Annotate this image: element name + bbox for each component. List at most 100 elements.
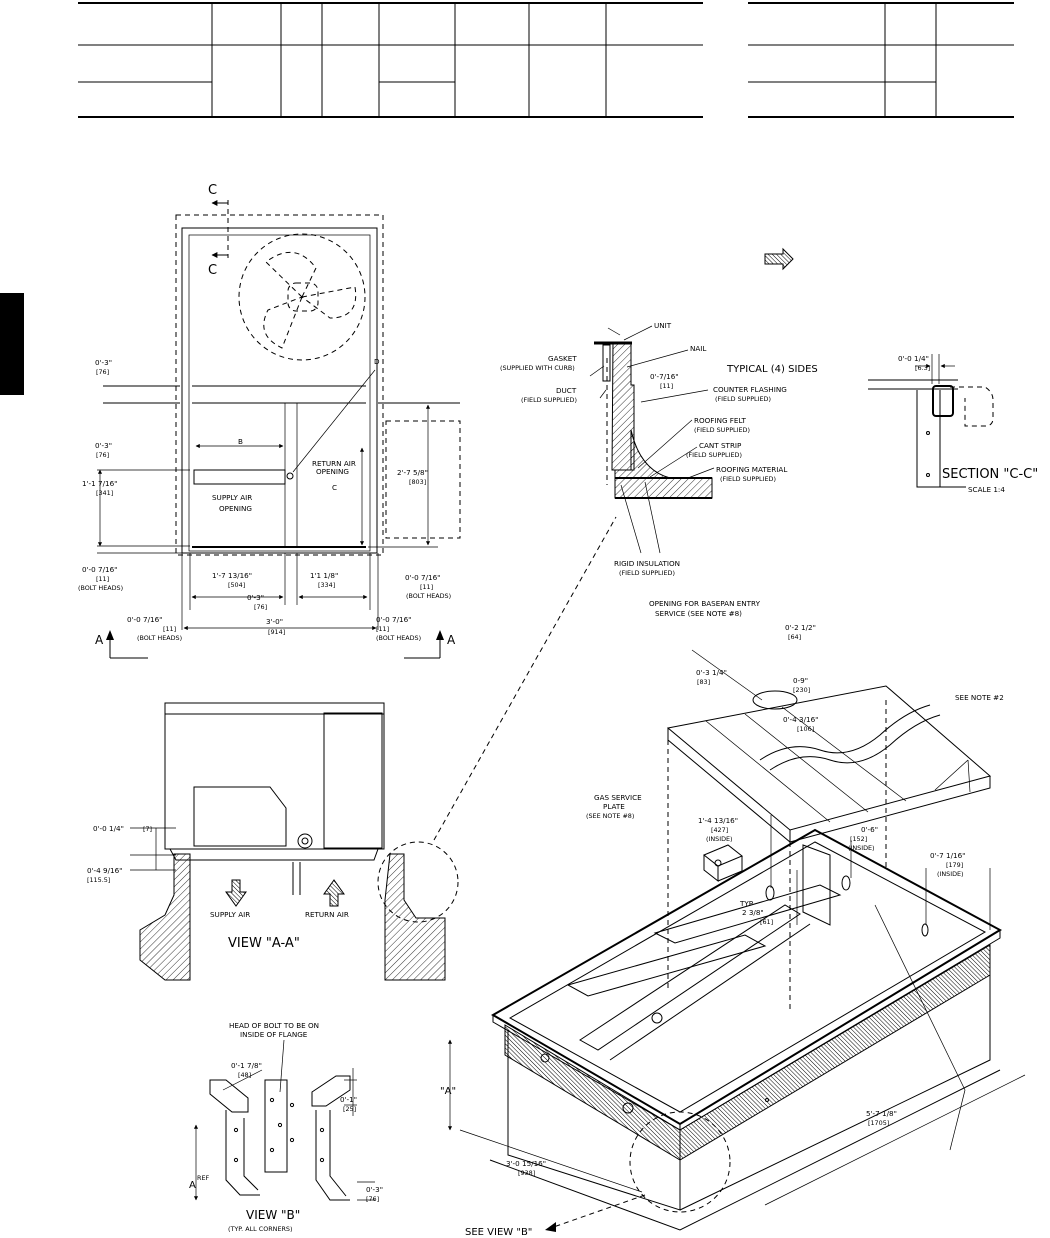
typical-detail: TYPICAL (4) SIDES UNIT NAIL GASKET (SUPP…	[500, 321, 818, 577]
dim-ft: 3'-0 15/16"	[506, 1159, 546, 1168]
rigid-insulation-label: RIGID INSULATION	[614, 559, 680, 568]
gas-plate-label-1: GAS SERVICE	[594, 793, 642, 802]
dim-mm: [427]	[711, 826, 728, 834]
dim-ft: 1'1 1/8"	[310, 571, 338, 580]
top-right-table	[748, 2, 1014, 118]
typ-dim-mm: [61]	[760, 918, 773, 926]
duct-label-2: (FIELD SUPPLIED)	[521, 396, 577, 404]
return-air-label: RETURN AIR	[305, 910, 349, 919]
dim-mm: [334]	[318, 581, 335, 589]
roofing-felt-sub: (FIELD SUPPLIED)	[694, 426, 750, 434]
label-b: B	[238, 437, 243, 446]
dim-mm: [11]	[163, 625, 176, 633]
view-marker-a-right: A	[447, 633, 456, 647]
dim-ft: 1'-7 13/16"	[212, 571, 252, 580]
iso-view: OPENING FOR BASEPAN ENTRY SERVICE (SEE N…	[440, 599, 1026, 1238]
dim-note: (BOLT HEADS)	[78, 584, 123, 592]
dim-ft: 1'-1 7/16"	[82, 479, 117, 488]
roofing-material-sub: (FIELD SUPPLIED)	[720, 475, 776, 483]
dim-note: (BOLT HEADS)	[376, 634, 421, 642]
counter-flashing-label: COUNTER FLASHING	[713, 385, 787, 394]
view-a-a: 0'-0 1/4" [7] 0'-4 9/16" [115.5] SUPPLY …	[87, 702, 459, 981]
dim-ft: 0'-3"	[95, 358, 112, 367]
opening-note-1: OPENING FOR BASEPAN ENTRY	[649, 599, 761, 608]
dim-mm: [76]	[96, 451, 109, 459]
dim-mm: [48]	[238, 1071, 251, 1079]
ref-a-label: A	[189, 1180, 196, 1191]
ref-label: REF	[197, 1174, 209, 1182]
view-b-subtitle: (TYP. ALL CORNERS)	[228, 1225, 293, 1233]
see-note-2-label: SEE NOTE #2	[955, 693, 1004, 702]
dim-ft: 0'-0 7/16"	[127, 615, 162, 624]
return-air-label-1: RETURN AIR	[312, 459, 356, 468]
dim-mm: [179]	[946, 861, 963, 869]
plan-view	[97, 200, 461, 659]
typical-title: TYPICAL (4) SIDES	[726, 364, 818, 375]
dim-mm: [230]	[793, 686, 810, 694]
gap-dim: 0'-7/16"	[650, 372, 679, 381]
section-scale: SCALE 1:4	[968, 485, 1005, 494]
section-tab	[0, 293, 24, 395]
cant-strip-label: CANT STRIP	[699, 441, 742, 450]
roofing-felt-label: ROOFING FELT	[694, 416, 746, 425]
unit-label: UNIT	[654, 321, 672, 330]
dim-mm: [115.5]	[87, 876, 110, 884]
top-left-table	[78, 2, 703, 118]
see-view-b-label: SEE VIEW "B"	[465, 1227, 532, 1238]
hatched-arrow-icon	[764, 247, 794, 271]
dim-mm: [1705]	[868, 1119, 889, 1127]
dim-ft: 3'-0"	[266, 617, 283, 626]
dim-mm: [106]	[797, 725, 814, 733]
dim-ft: 0'-0 7/16"	[376, 615, 411, 624]
dim-ft: 0'-2 1/2"	[785, 623, 816, 632]
dim-note: (INSIDE)	[848, 844, 875, 852]
label-c: C	[332, 483, 337, 492]
dim-note: (INSIDE)	[706, 835, 733, 843]
gasket-label-2: (SUPPLIED WITH CURB)	[500, 364, 575, 372]
dim-mm: [76]	[96, 368, 109, 376]
dim-mm: [76]	[366, 1195, 379, 1203]
view-marker-a-left: A	[95, 633, 104, 647]
dim-ft: 0'-3 1/4"	[696, 668, 727, 677]
dim-mm: [152]	[850, 835, 867, 843]
supply-air-label-1: SUPPLY AIR	[212, 493, 252, 502]
bolt-note-1: HEAD OF BOLT TO BE ON	[229, 1021, 319, 1030]
dim-note: (BOLT HEADS)	[406, 592, 451, 600]
dim-mm: [11]	[376, 625, 389, 633]
dim-ft: 5'-7 1/8"	[866, 1109, 897, 1118]
label-a: "A"	[440, 1086, 456, 1097]
bolt-note-2: INSIDE OF FLANGE	[240, 1030, 308, 1039]
dim-ft: 0'-0 1/4"	[93, 824, 124, 833]
dim-ft: 0'-1 7/8"	[231, 1061, 262, 1070]
opening-note-2: SERVICE (SEE NOTE #8)	[655, 609, 742, 618]
dim-mm: [938]	[518, 1169, 535, 1177]
supply-air-label-2: OPENING	[219, 504, 252, 513]
dim-mm: [7]	[143, 825, 152, 833]
gasket-label-1: GASKET	[548, 354, 577, 363]
dim-mm: [64]	[788, 633, 801, 641]
dim-mm: [11]	[96, 575, 109, 583]
dim-mm: [25]	[343, 1105, 356, 1113]
dim-ft: 0-9"	[793, 676, 808, 685]
typ-label: TYP	[739, 899, 754, 908]
section-c-c: 0'-0 1/4" [6.3] SECTION "C-C" SCALE 1:4	[868, 354, 1038, 494]
view-a-a-title: VIEW "A-A"	[228, 936, 300, 951]
dim-ft: 0'-6"	[861, 825, 878, 834]
dim-mm: [83]	[697, 678, 710, 686]
dim-ft: 1'-4 13/16"	[698, 816, 738, 825]
dim-ft: 0'-0 7/16"	[82, 565, 117, 574]
view-b-title: VIEW "B"	[246, 1208, 300, 1222]
dim-ft: 0'-0 7/16"	[405, 573, 440, 582]
dim-ft: 0'-4 3/16"	[783, 715, 818, 724]
cant-strip-sub: (FIELD SUPPLIED)	[686, 451, 742, 459]
dim-mm: [914]	[268, 628, 285, 636]
callout-d: D	[374, 357, 380, 366]
dim-mm: [11]	[420, 583, 433, 591]
nail-label: NAIL	[690, 344, 706, 353]
rigid-insulation-sub: (FIELD SUPPLIED)	[619, 569, 675, 577]
dim-note: (INSIDE)	[937, 870, 964, 878]
dim-ft: 0'-3"	[247, 593, 264, 602]
plan-view-labels: C C D B C RETURN AIR OPENING SUPPLY AIR …	[78, 183, 456, 647]
detail-leader	[433, 516, 617, 841]
